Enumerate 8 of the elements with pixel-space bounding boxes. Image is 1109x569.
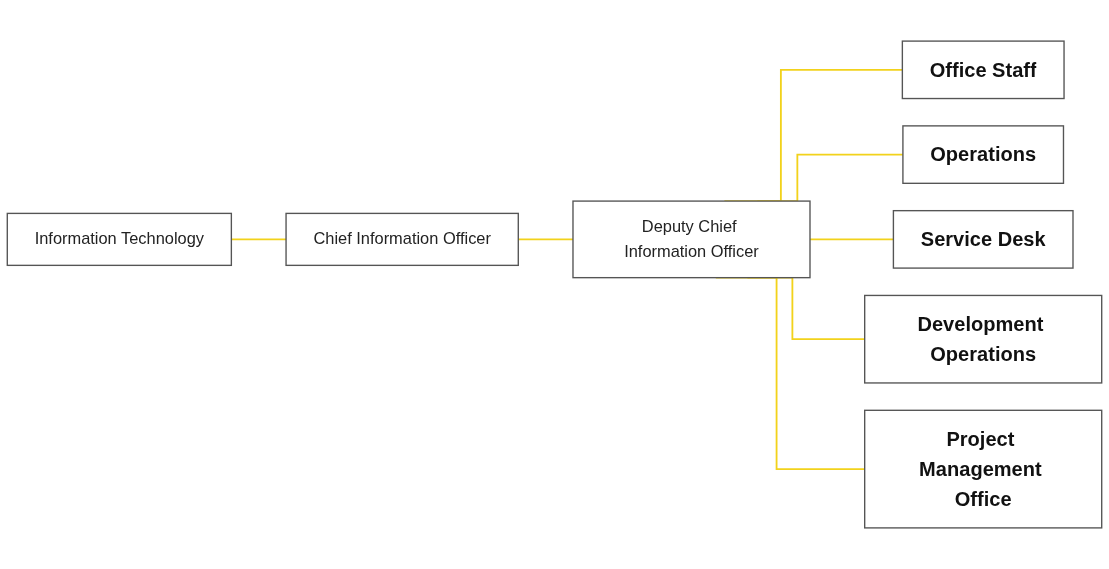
node-box: Office Staff	[901, 40, 1065, 100]
node-box: Information Technology	[6, 212, 233, 267]
node-box: Service Desk	[892, 209, 1074, 269]
node-box: Deputy Chief Information Officer	[572, 200, 811, 279]
node-box: Chief Information Officer	[285, 212, 519, 267]
node-box: Development Operations	[864, 294, 1103, 384]
node-box: Operations	[902, 125, 1065, 184]
node-box: Project Management Office	[864, 409, 1103, 529]
